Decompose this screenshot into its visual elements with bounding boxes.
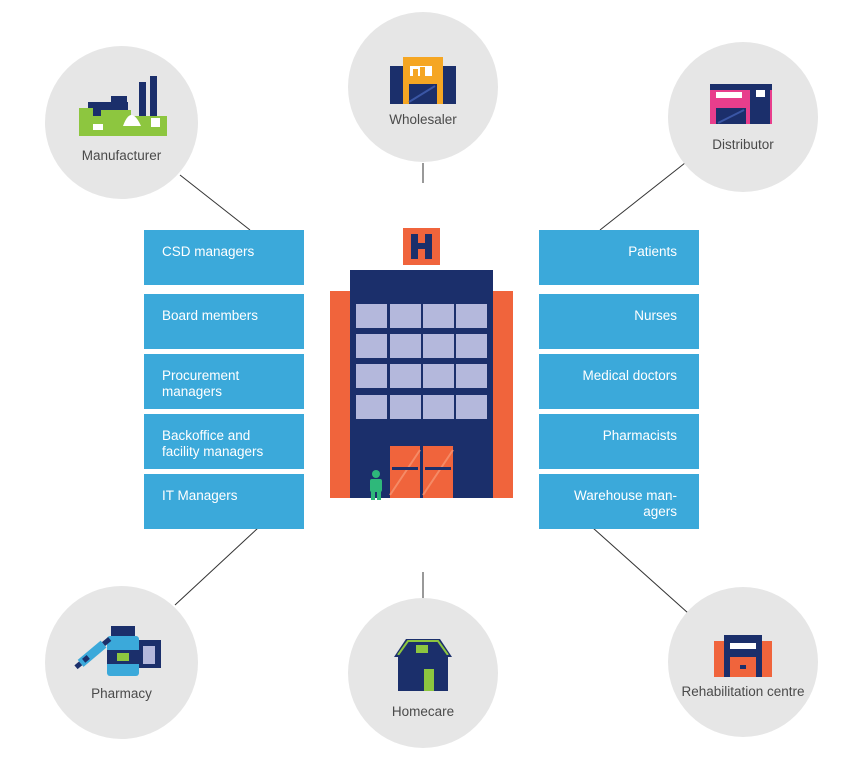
role-pharmacists: Pharmacists (539, 414, 699, 469)
homecare-label: Homecare (391, 704, 455, 719)
hospital-h-sign-icon (403, 228, 440, 265)
role-procurement-managers: Procurement managers (144, 354, 304, 409)
homecare-node: Homecare (348, 598, 498, 748)
rehabilitation-node: Rehabilitation centre (668, 587, 818, 737)
hospital-doors (389, 446, 454, 498)
hospital-windows (356, 304, 487, 419)
medicine-icon (74, 626, 161, 676)
role-patients: Patients (539, 230, 699, 285)
line-manufacturer (179, 174, 251, 231)
role-backoffice-facility-managers: Backoffice and facility managers (144, 414, 304, 469)
rehab-building-icon (714, 635, 772, 677)
rehabilitation-label: Rehabilitation centre (681, 684, 805, 699)
distributor-label: Distributor (712, 137, 774, 152)
wholesaler-node: Wholesaler (348, 12, 498, 162)
hospital-left-wing (330, 291, 350, 498)
role-csd-managers: CSD managers (144, 230, 304, 285)
role-medical-doctors: Medical doctors (539, 354, 699, 409)
manufacturer-label: Manufacturer (81, 148, 162, 163)
role-it-managers: IT Managers (144, 474, 304, 529)
role-board-members: Board members (144, 294, 304, 349)
line-distributor (599, 162, 686, 231)
factory-icon (79, 76, 167, 136)
role-nurses: Nurses (539, 294, 699, 349)
store-icon (710, 84, 772, 124)
manufacturer-node: Manufacturer (45, 46, 198, 199)
role-warehouse-managers: Warehouse man-agers (539, 474, 699, 529)
line-pharmacy (174, 527, 259, 606)
house-icon (394, 639, 452, 691)
pharmacy-label: Pharmacy (91, 686, 152, 701)
hospital-right-wing (492, 291, 513, 498)
line-rehabilitation (592, 527, 689, 614)
wholesaler-label: Wholesaler (389, 112, 457, 127)
distributor-node: Distributor (668, 42, 818, 192)
pharmacy-node: Pharmacy (45, 586, 198, 739)
person-icon (370, 470, 382, 500)
warehouse-icon (390, 57, 456, 104)
